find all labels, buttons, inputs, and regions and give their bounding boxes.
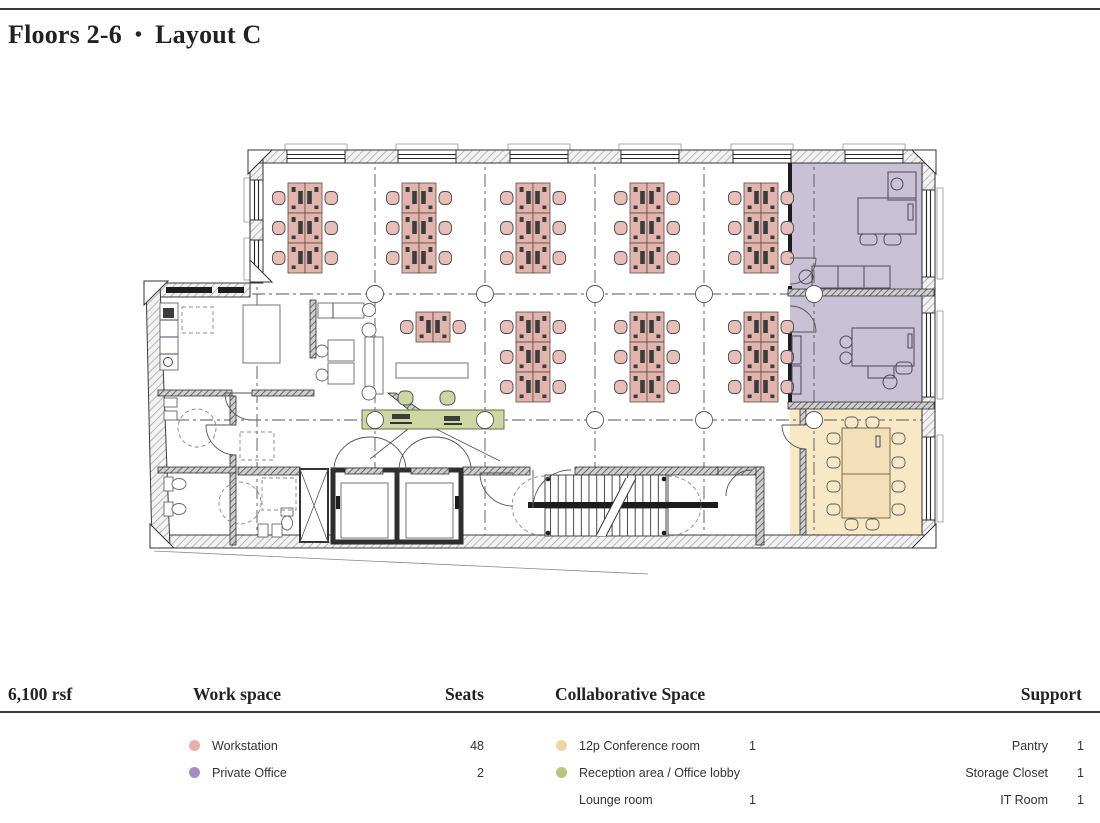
wing-window (218, 287, 244, 293)
reception-desk (361, 390, 505, 462)
private-office-dot (189, 767, 200, 778)
workspace-header: Work space (193, 684, 281, 704)
wing-window (166, 287, 212, 293)
conference-count: 1 (749, 739, 756, 753)
conference-dot (556, 740, 567, 751)
storage-count: 1 (1077, 766, 1084, 780)
legend-pantry-label: Pantry (1011, 739, 1048, 753)
workstation-count: 48 (470, 739, 484, 753)
support-header: Support (1020, 684, 1082, 704)
lounge-furniture (315, 302, 384, 401)
perimeter-walls (145, 143, 944, 575)
itroom-count: 1 (1077, 793, 1084, 807)
legend-lounge-label: Lounge room (579, 793, 653, 807)
area-size-label: 6,100 rsf (8, 684, 73, 704)
reception-dot (556, 767, 567, 778)
legend-reception-label: Reception area / Office lobby (579, 766, 740, 780)
legend-conference-label: 12p Conference room (579, 739, 700, 753)
legend-workstation-label: Workstation (212, 739, 278, 753)
restrooms (163, 392, 297, 538)
title-floors: Floors 2-6 (8, 20, 122, 49)
legend-itroom-label: IT Room (1000, 793, 1048, 807)
suite-entry-doors (479, 472, 514, 507)
right-windows (921, 187, 944, 523)
title-bullet-separator: • (134, 24, 143, 46)
conference-room (781, 416, 906, 531)
workstation-dot (189, 740, 200, 751)
corner-braces (143, 149, 937, 549)
private-office-doors (789, 257, 817, 333)
legend-private-office-label: Private Office (212, 766, 287, 780)
floor-plan-drawing (143, 143, 944, 575)
pantry-furniture (159, 302, 281, 371)
collaborative-header: Collaborative Space (555, 684, 706, 704)
top-rule (0, 8, 1100, 10)
seats-header: Seats (445, 684, 484, 704)
pantry-count: 1 (1077, 739, 1084, 753)
elevators (299, 436, 472, 545)
private-office-furniture (791, 171, 917, 395)
storage-closet (395, 362, 469, 379)
legend-storage-label: Storage Closet (965, 766, 1048, 780)
legend-rule (0, 711, 1100, 713)
private-office-rooms (790, 163, 922, 402)
private-office-count: 2 (477, 766, 484, 780)
page-title: Floors 2-6 • Layout C (8, 20, 261, 50)
stairs (511, 469, 753, 537)
grid-markers (366, 285, 823, 429)
lounge-count: 1 (749, 793, 756, 807)
title-layout: Layout C (155, 20, 262, 49)
